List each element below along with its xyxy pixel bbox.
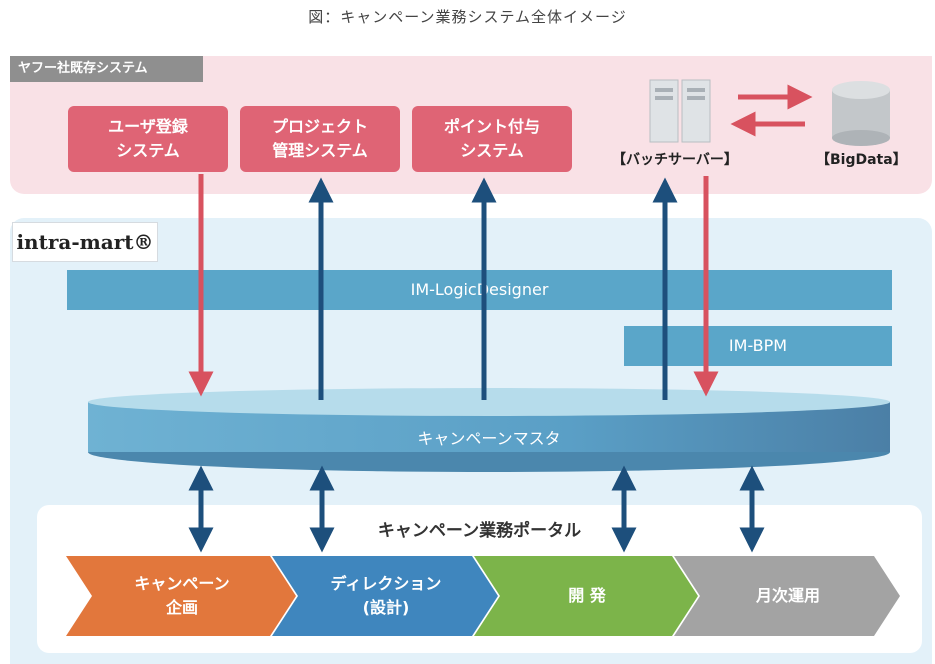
batch-server-icon bbox=[649, 79, 711, 143]
step-line2: 企画 bbox=[165, 598, 198, 617]
user-registration-system-box: ユーザ登録 システム bbox=[68, 106, 228, 172]
box-label-line2: 管理システム bbox=[272, 141, 368, 160]
im-logicdesigner-bar: IM-LogicDesigner bbox=[67, 270, 892, 310]
step-chevron-operation bbox=[674, 556, 900, 636]
step-chevron-direction bbox=[272, 556, 498, 636]
legacy-systems-tag: ヤフー社既存システム bbox=[10, 56, 203, 82]
box-label-line1: プロジェクト bbox=[271, 117, 368, 136]
box-label-line2: システム bbox=[116, 141, 180, 160]
box-label-line2: システム bbox=[460, 141, 524, 160]
step-line1: ディレクション bbox=[330, 574, 442, 593]
campaign-master-label: キャンペーンマスタ bbox=[417, 429, 561, 448]
campaign-portal-title: キャンペーン業務ポータル bbox=[377, 521, 582, 541]
step-chevron-development bbox=[474, 556, 698, 636]
step-direction-label: ディレクション (設計) bbox=[298, 556, 474, 636]
campaign-master-disk bbox=[88, 388, 890, 472]
step-development-label: 開 発 bbox=[500, 556, 674, 636]
point-grant-system-box: ポイント付与 システム bbox=[412, 106, 572, 172]
bigdata-database-icon bbox=[832, 81, 890, 146]
project-management-system-box: プロジェクト 管理システム bbox=[240, 106, 400, 172]
step-chevron-planning bbox=[66, 556, 296, 636]
box-label-line1: ユーザ登録 bbox=[108, 117, 188, 136]
box-label-line1: ポイント付与 bbox=[443, 117, 540, 136]
step-planning-label: キャンペーン 企画 bbox=[92, 556, 272, 636]
step-operation-label: 月次運用 bbox=[700, 556, 876, 636]
intra-mart-logo: intra-mart® bbox=[12, 222, 158, 262]
step-line1: 開 発 bbox=[568, 586, 606, 605]
bigdata-label: 【BigData】 bbox=[816, 152, 907, 168]
step-line1: キャンペーン bbox=[134, 574, 230, 593]
im-bpm-bar: IM-BPM bbox=[624, 326, 892, 366]
batch-server-label: 【バッチサーバー】 bbox=[612, 152, 738, 168]
figure-caption: 図：キャンペーン業務システム全体イメージ bbox=[308, 8, 627, 26]
step-line1: 月次運用 bbox=[755, 586, 820, 605]
step-line2: (設計) bbox=[362, 598, 410, 617]
